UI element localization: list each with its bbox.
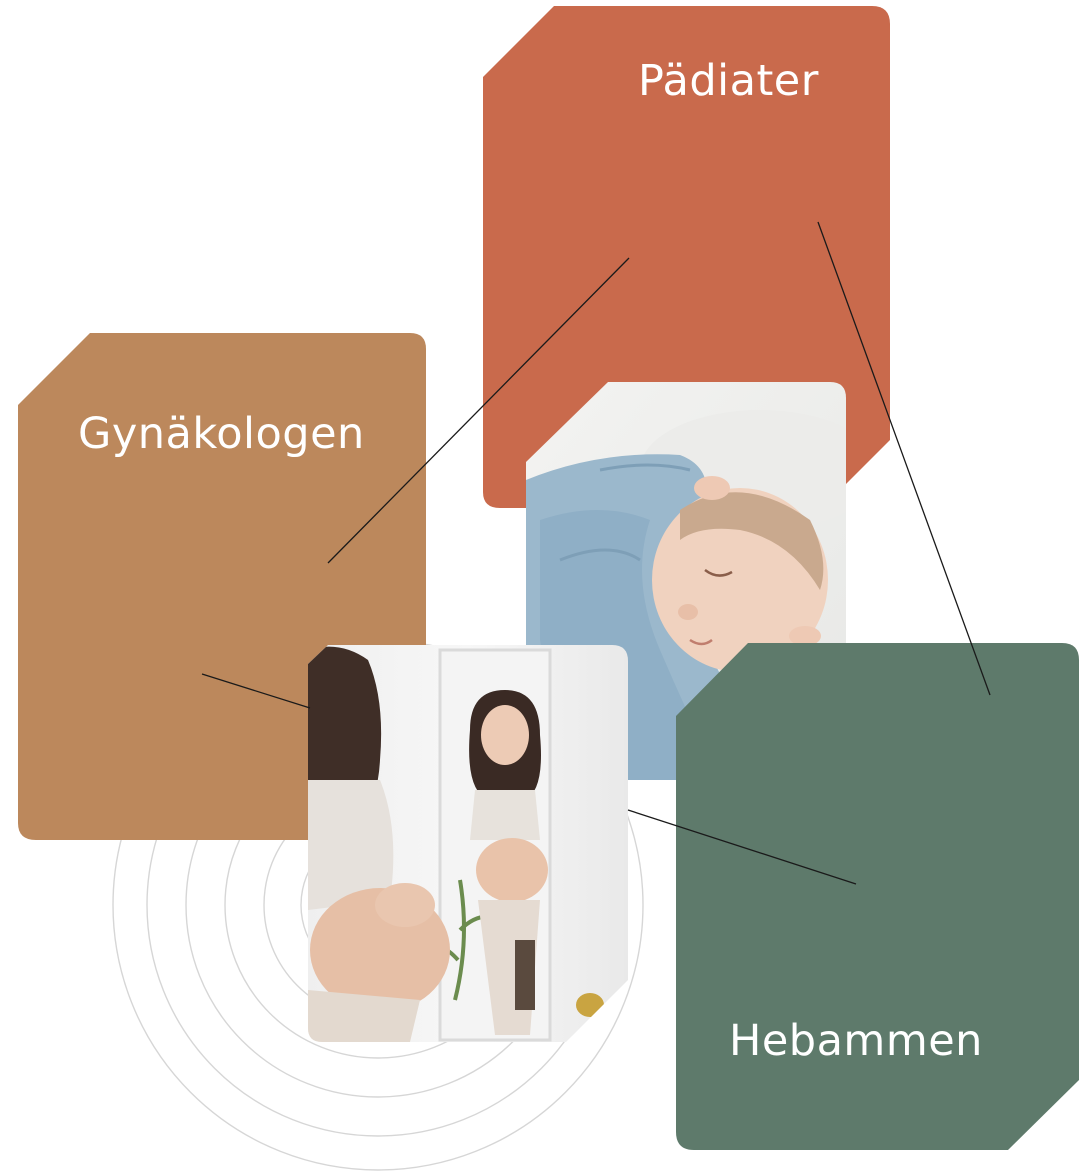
hebammen-label: Hebammen bbox=[729, 1020, 983, 1063]
pregnant-woman-photo bbox=[308, 645, 628, 1042]
gynaekologen-label: Gynäkologen bbox=[78, 413, 365, 456]
hebammen-card bbox=[676, 643, 1079, 1150]
paediater-label: Pädiater bbox=[638, 60, 819, 103]
